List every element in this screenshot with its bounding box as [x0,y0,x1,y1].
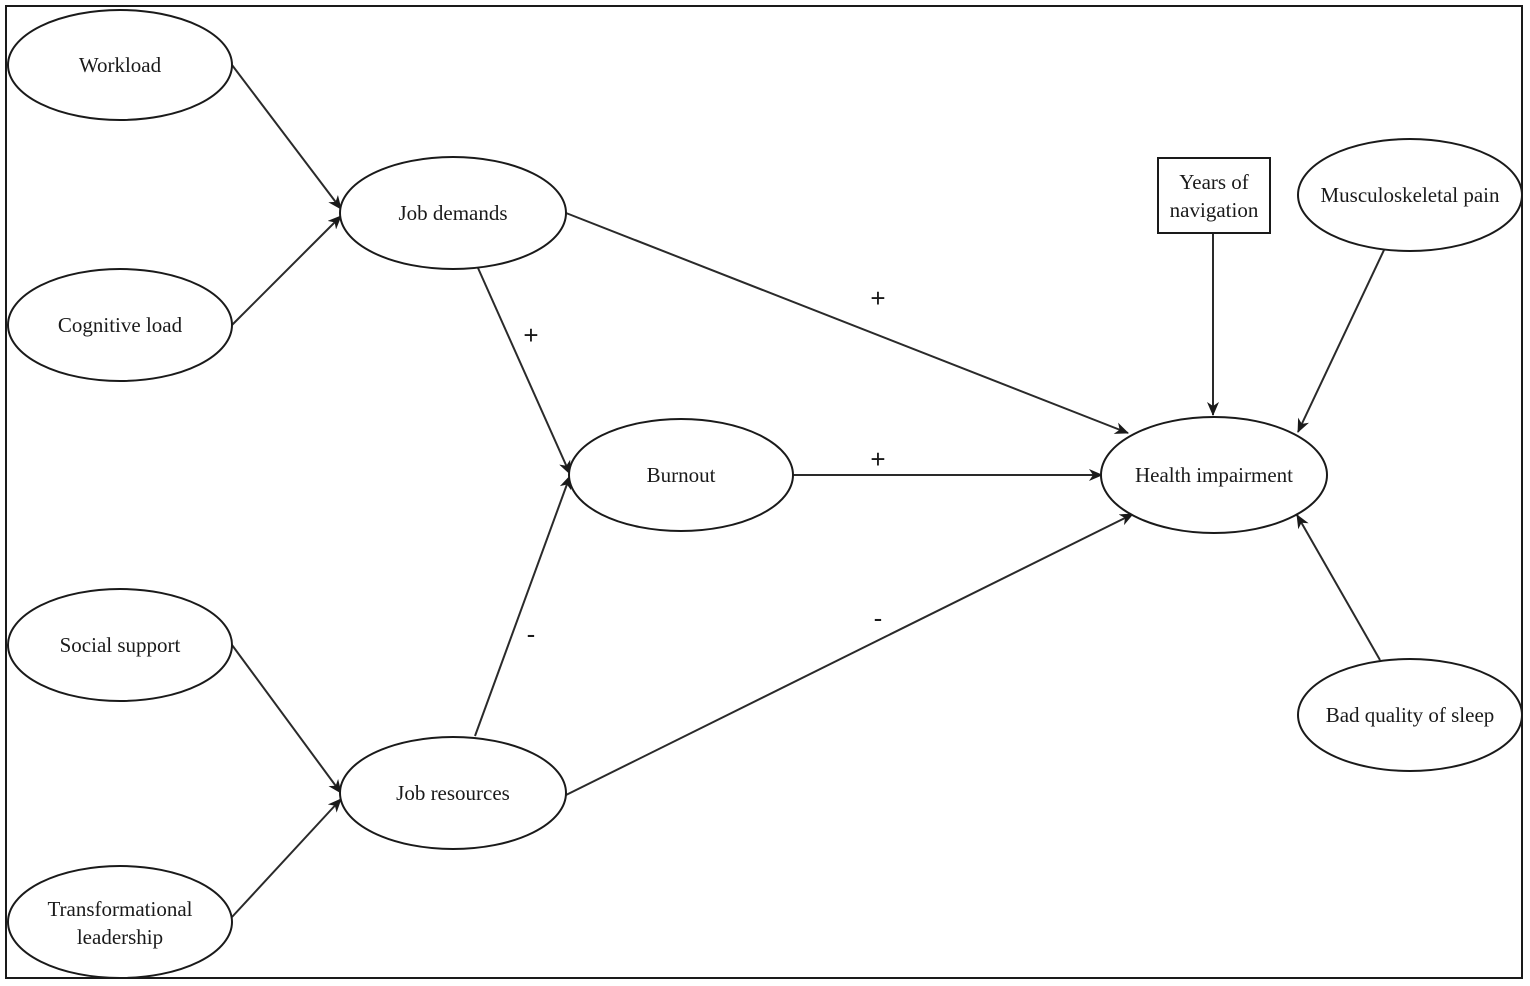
node-workload-label: Workload [79,53,162,77]
node-years-of-navigation-shape [1157,157,1271,234]
sign-job-demands-to-health-impairment: + [870,283,885,313]
edge-cognitive-load-to-job-demands [231,215,342,326]
node-social-support-label: Social support [60,633,181,657]
node-job-resources: Job resources [339,736,567,850]
node-burnout-shape [568,418,794,532]
node-health-impairment-shape [1100,416,1328,534]
node-transformational-leadership: Transformational leadership [7,865,233,979]
edge-job-demands-to-burnout [477,267,571,475]
edge-transformational-leadership-to-job-resources [231,798,342,918]
node-job-resources-label: Job resources [396,781,510,805]
edge-signs: + + + - - [523,283,885,649]
edge-workload-to-job-demands [231,64,342,210]
edge-job-resources-to-burnout [474,475,572,737]
node-bad-quality-of-sleep: Bad quality of sleep [1297,658,1523,772]
edge-musculoskeletal-pain-to-health-impairment [1297,249,1385,433]
node-bad-quality-of-sleep-shape [1297,658,1523,772]
node-cognitive-load-shape [7,268,233,382]
edge-bad-quality-of-sleep-to-health-impairment [1296,514,1381,661]
node-health-impairment-label: Health impairment [1135,463,1293,487]
node-social-support-shape [7,588,233,702]
edges [231,64,1385,918]
node-health-impairment: Health impairment [1100,416,1328,534]
node-bad-quality-of-sleep-label: Bad quality of sleep [1326,703,1495,727]
sign-job-resources-to-burnout: - [527,619,536,649]
node-burnout: Burnout [568,418,794,532]
node-transformational-leadership-shape [7,865,233,979]
edge-job-resources-to-health-impairment [565,513,1134,796]
node-years-of-navigation-label-line2: navigation [1170,198,1259,222]
node-cognitive-load: Cognitive load [7,268,233,382]
node-job-demands: Job demands [339,156,567,270]
sign-job-resources-to-health-impairment: - [874,603,883,633]
node-cognitive-load-label: Cognitive load [58,313,183,337]
node-workload: Workload [7,9,233,121]
node-burnout-label: Burnout [647,463,716,487]
sign-burnout-to-health-impairment: + [870,444,885,474]
node-musculoskeletal-pain-shape [1297,138,1523,252]
node-musculoskeletal-pain-label: Musculoskeletal pain [1320,183,1500,207]
node-years-of-navigation: Years of navigation [1157,157,1271,234]
node-years-of-navigation-label-line1: Years of [1179,170,1249,194]
sign-job-demands-to-burnout: + [523,320,538,350]
node-transformational-leadership-label-line2: leadership [77,925,163,949]
node-workload-shape [7,9,233,121]
node-transformational-leadership-label-line1: Transformational [47,897,192,921]
node-musculoskeletal-pain: Musculoskeletal pain [1297,138,1523,252]
node-social-support: Social support [7,588,233,702]
edge-social-support-to-job-resources [231,644,342,794]
node-job-resources-shape [339,736,567,850]
node-job-demands-label: Job demands [398,201,507,225]
edge-job-demands-to-health-impairment [565,212,1129,434]
node-job-demands-shape [339,156,567,270]
